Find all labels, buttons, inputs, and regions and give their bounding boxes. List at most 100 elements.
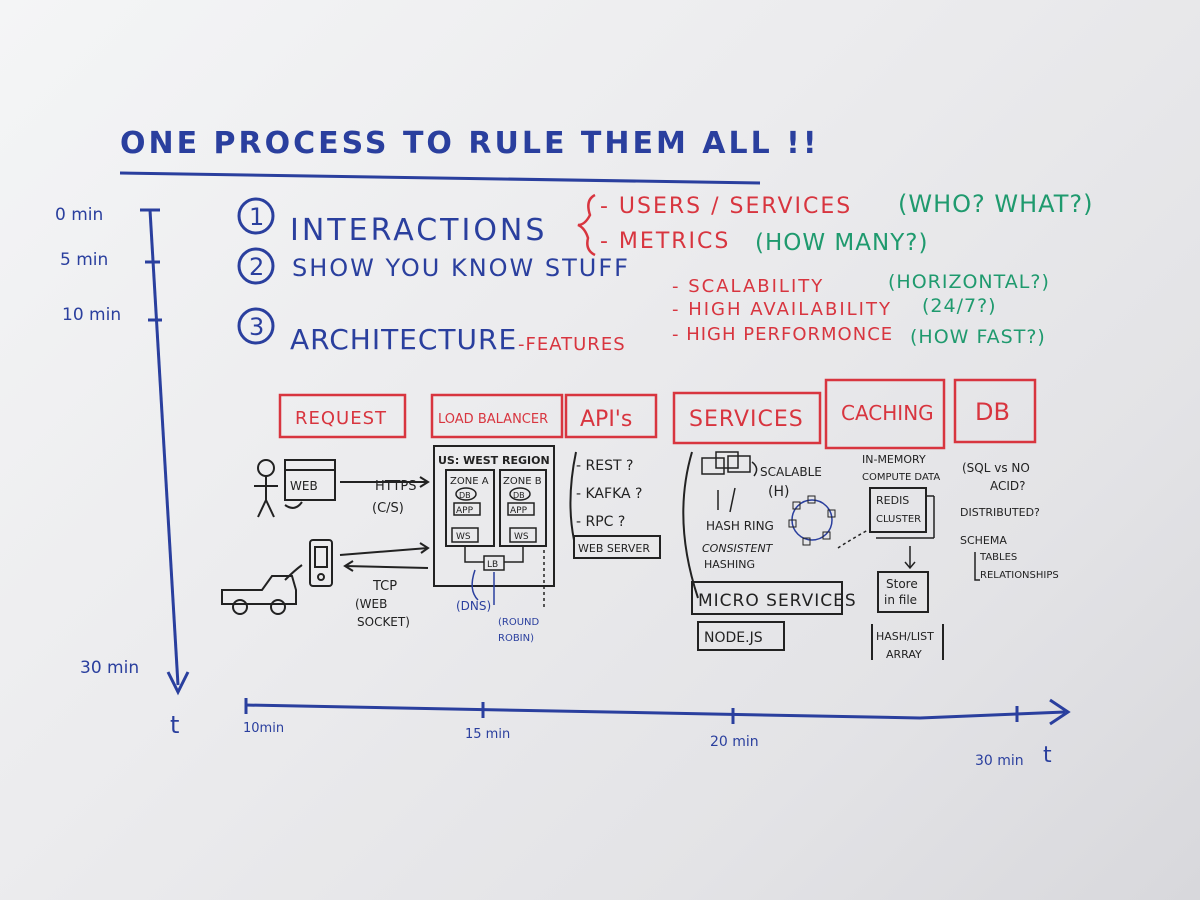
step-number: 2	[249, 253, 264, 281]
hash-ring-icon	[788, 495, 836, 546]
protocol-label: TCP	[372, 579, 397, 594]
hash-ring-label: HASH RING	[706, 519, 774, 533]
server-stack-icon	[701, 451, 751, 475]
sql-label: (SQL vs NO	[962, 461, 1030, 475]
htime-label: 30 min	[975, 753, 1024, 769]
consistent-label: CONSISTENT	[702, 542, 774, 555]
header-box	[278, 393, 407, 439]
store-label: Store	[886, 577, 918, 591]
relationships-label: RELATIONSHIPS	[980, 570, 1059, 581]
caching-column: IN-MEMORY COMPUTE DATA REDIS CLUSTER Sto…	[837, 453, 944, 661]
note-red: - SCALABILITY	[672, 276, 824, 297]
header-box	[430, 393, 564, 439]
note-red: - USERS / SERVICES	[600, 194, 852, 219]
step-list: 1 INTERACTIONS 2 SHOW YOU KNOW STUFF 3 A…	[237, 197, 628, 356]
web-server-label: WEB SERVER	[578, 542, 650, 555]
scalable-sublabel: (H)	[768, 484, 789, 500]
round-robin-label: (ROUND	[498, 617, 540, 628]
micro-services-box	[691, 581, 843, 615]
scalable-label: SCALABLE	[760, 465, 822, 479]
vertical-timeline: 0 min 5 min 10 min 30 min t	[55, 205, 190, 739]
protocol-label: HTTPS	[375, 479, 417, 494]
note-red: - METRICS	[600, 229, 730, 254]
in-memory-label: IN-MEMORY	[862, 453, 926, 466]
schema-label: SCHEMA	[960, 534, 1007, 547]
store-label: in file	[884, 593, 917, 607]
note-red: - HIGH AVAILABILITY	[672, 299, 892, 320]
board-title: ONE PROCESS TO RULE THEM ALL !!	[120, 126, 820, 161]
db-column: (SQL vs NO ACID? DISTRIBUTED? SCHEMA TAB…	[960, 461, 1059, 581]
header-box	[953, 378, 1037, 444]
interactions-notes: - USERS / SERVICES (WHO? WHAT?) - METRIC…	[577, 190, 1094, 257]
db-label: DB	[513, 491, 525, 500]
redis-box	[869, 487, 927, 533]
vtime-label: 5 min	[60, 250, 108, 270]
step-number-circle	[237, 307, 275, 345]
note-green: (HOW MANY?)	[755, 230, 928, 256]
redis-label: CLUSTER	[876, 514, 921, 525]
protocol-sublabel: SOCKET)	[357, 615, 410, 629]
vtime-axis-label: t	[170, 711, 179, 739]
header-box	[672, 391, 822, 445]
tables-label: TABLES	[979, 552, 1017, 563]
note-green: (HOW FAST?)	[910, 326, 1046, 348]
step-number-circle	[237, 247, 275, 285]
redis-label: REDIS	[876, 494, 909, 507]
services-column: SCALABLE (H) HASH RING CONSISTENT HASHIN…	[682, 451, 857, 651]
api-item: - RPC ?	[576, 514, 625, 530]
store-file-box	[877, 571, 929, 613]
vtime-label: 10 min	[62, 305, 121, 325]
region-label: US: WEST REGION	[438, 454, 550, 467]
feature-notes: - SCALABILITY (HORIZONTAL?) - HIGH AVAIL…	[672, 271, 1050, 348]
app-label: APP	[456, 506, 474, 516]
hash-list-label: HASH/LIST	[876, 630, 934, 643]
header-box	[564, 393, 658, 439]
acid-label: ACID?	[990, 479, 1026, 493]
vtime-label: 30 min	[80, 658, 139, 678]
htime-label: 10min	[243, 721, 284, 736]
note-green: (HORIZONTAL?)	[888, 271, 1050, 293]
header-db: DB	[975, 398, 1010, 426]
htime-axis-label: t	[1043, 743, 1052, 768]
htime-label: 20 min	[710, 734, 759, 750]
api-column: - REST ? - KAFKA ? - RPC ? WEB SERVER	[569, 451, 661, 559]
horizontal-timeline: 10min 15 min 20 min 30 min t	[243, 698, 1071, 769]
ws-label: WS	[514, 532, 529, 542]
header-load-balancer: LOAD BALANCER	[438, 412, 548, 427]
api-item: - KAFKA ?	[576, 486, 642, 502]
htime-label: 15 min	[465, 727, 510, 742]
app-box	[453, 502, 481, 516]
step-number-circle	[237, 197, 275, 235]
hashing-label: HASHING	[704, 558, 755, 571]
vtime-label: 0 min	[55, 205, 103, 225]
note-green: (24/7?)	[922, 295, 997, 317]
user-figure-icon	[254, 459, 278, 518]
round-robin-label: ROBIN)	[498, 633, 534, 644]
zone-label: ZONE B	[503, 476, 542, 487]
column-headers: REQUEST LOAD BALANCER API's SERVICES CAC…	[278, 378, 1037, 450]
title-underline	[119, 171, 761, 185]
phone-icon	[309, 539, 333, 587]
app-label: APP	[510, 506, 528, 516]
protocol-sublabel: (WEB	[355, 597, 387, 611]
step-number: 1	[249, 203, 264, 231]
lb-box	[483, 555, 505, 571]
dns-label: (DNS)	[456, 599, 491, 613]
header-apis: API's	[580, 407, 632, 432]
request-column: WEB HTTPS (C/S) TCP (WEB SOCKET)	[221, 459, 430, 629]
database-icon	[455, 487, 477, 501]
ws-box	[451, 527, 479, 543]
protocol-sublabel: (C/S)	[372, 501, 404, 516]
header-services: SERVICES	[689, 407, 804, 432]
note-green: (WHO? WHAT?)	[898, 190, 1094, 218]
array-label: ARRAY	[886, 648, 922, 661]
browser-window-icon	[284, 459, 336, 501]
micro-services-label: MICRO SERVICES	[698, 591, 857, 611]
ws-box	[509, 527, 537, 543]
step-suffix: -FEATURES	[518, 334, 626, 355]
api-item: - REST ?	[576, 458, 633, 474]
web-server-box	[573, 535, 661, 559]
app-box	[507, 502, 535, 516]
lb-label: LB	[487, 560, 498, 570]
request-arrows	[284, 476, 430, 581]
